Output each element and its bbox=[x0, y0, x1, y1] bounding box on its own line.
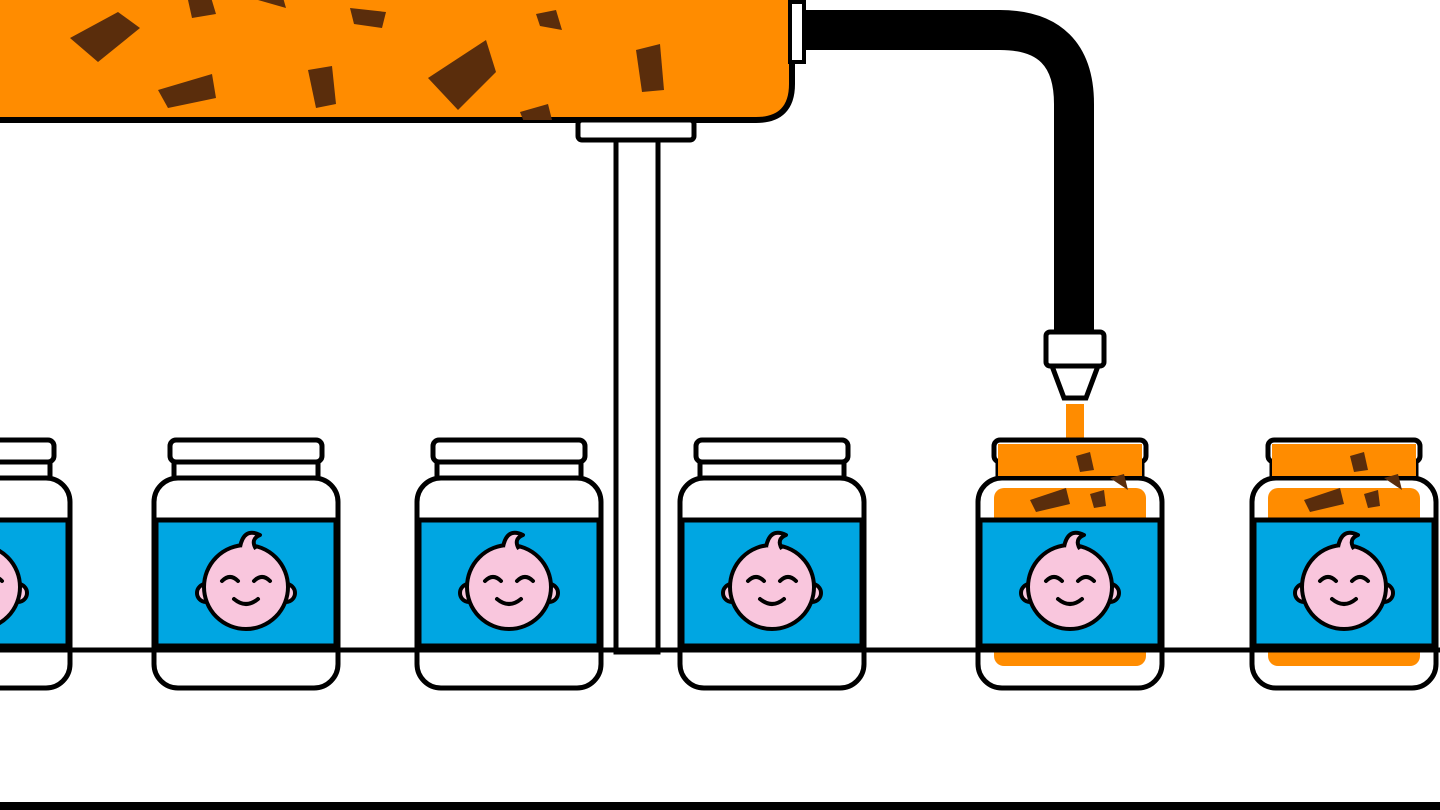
jar-5-filling bbox=[975, 437, 1165, 691]
jar-lid bbox=[167, 437, 325, 465]
nozzle-collar bbox=[1043, 329, 1107, 369]
hopper-outlet bbox=[788, 0, 806, 64]
jar-6-full bbox=[1249, 437, 1439, 691]
jar-lid bbox=[430, 437, 588, 465]
jar-1-empty bbox=[0, 437, 73, 691]
jar-lid bbox=[693, 437, 851, 465]
nozzle-icon bbox=[1043, 329, 1107, 401]
jar-2-empty bbox=[151, 437, 341, 691]
baby-face-icon bbox=[0, 548, 29, 626]
jar-food-neck bbox=[998, 444, 1142, 476]
jar-food-neck bbox=[1272, 444, 1416, 476]
food-stream bbox=[1066, 404, 1084, 448]
baby-face-icon bbox=[1293, 530, 1395, 631]
baby-face-icon bbox=[458, 530, 560, 631]
support-column bbox=[575, 117, 697, 655]
hopper-tank bbox=[0, 0, 806, 123]
jar-3-empty bbox=[414, 437, 604, 691]
column-post bbox=[613, 137, 661, 655]
nozzle-tip bbox=[1048, 363, 1102, 401]
jar-4-empty bbox=[677, 437, 867, 691]
jar-row bbox=[0, 437, 1439, 691]
baby-face-icon bbox=[721, 530, 823, 631]
hose-icon bbox=[804, 10, 1094, 338]
hopper-chunks bbox=[70, 0, 664, 120]
jar-lid bbox=[0, 437, 57, 465]
baby-face-icon bbox=[1019, 530, 1121, 631]
column-cap bbox=[575, 117, 697, 143]
baby-face-icon bbox=[195, 530, 297, 631]
